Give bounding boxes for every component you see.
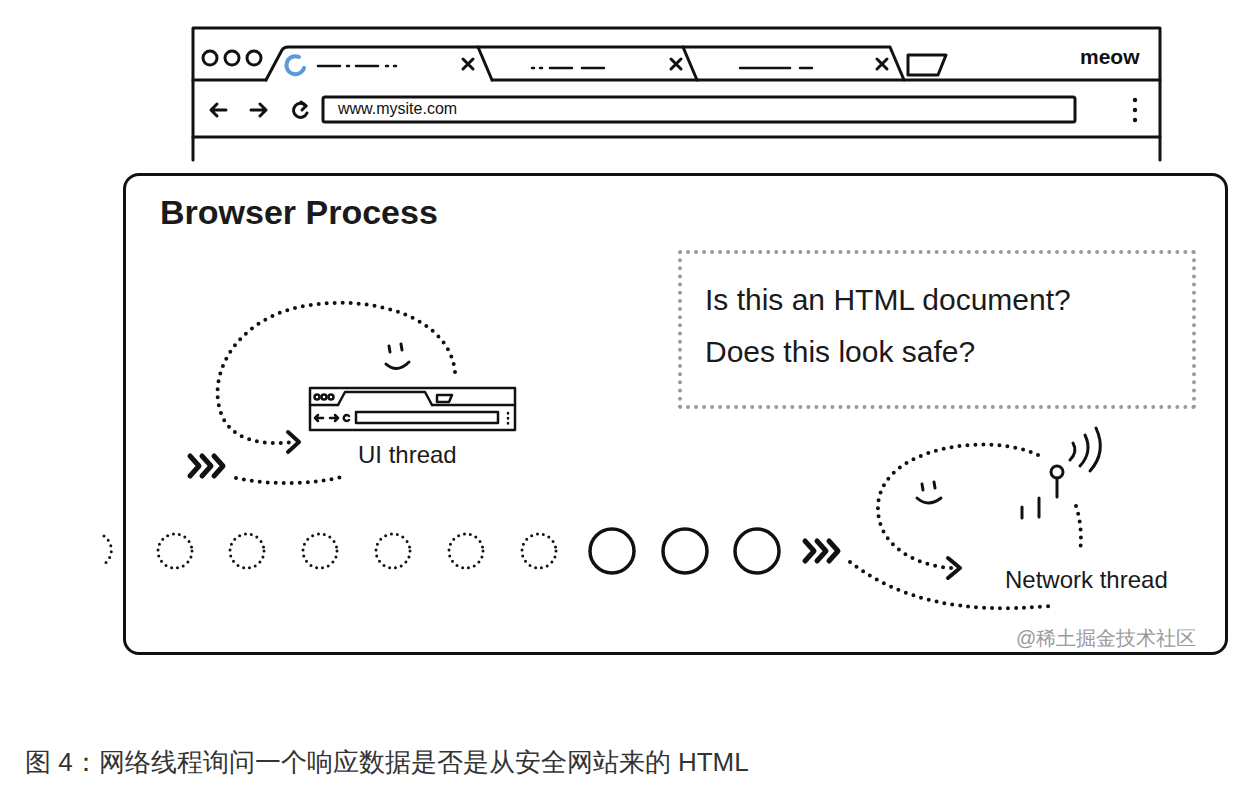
antenna-icon [1056,478,1059,497]
tab-title-squiggle [740,67,812,70]
loop-arrowhead [948,558,960,578]
tab-title-squiggle [318,66,812,68]
message-dot-faded [376,534,410,568]
loading-spinner [286,56,304,74]
tab-close-icon [463,59,473,69]
antenna-icon [1051,466,1063,478]
message-dot-faded [522,534,556,568]
menu-dots [1133,98,1137,102]
thread-label: Network thread [1005,566,1168,594]
message-dot-faded [104,534,556,568]
tab-title-squiggle [318,65,396,68]
tab-close-icon [671,59,681,69]
message-dot [590,529,634,573]
message-dot [735,529,779,573]
ui-thread-icon [507,413,510,424]
browser-window-sketch [247,51,261,65]
ui-thread-icon [329,395,334,400]
ui-thread-icon [310,404,515,407]
browser-window-sketch [478,47,697,80]
antenna-icon [1080,435,1088,466]
message-dot [590,529,779,573]
menu-dots [1133,98,1137,122]
nav-icons [301,102,306,110]
smiley-face [922,482,935,490]
address-bar [323,97,1075,122]
browser-window-sketch [908,55,946,75]
loading-spinner [286,56,304,74]
ui-thread-icon [310,388,515,430]
antenna-icon [1070,443,1075,460]
ui-thread-icon [315,415,323,421]
ui-thread-icon [437,395,452,402]
antenna-icon [1022,498,1039,518]
menu-dots [1133,108,1137,112]
dotted-loop [236,476,346,483]
question-text: Is this an HTML document? Does this look… [705,274,1135,378]
chevron-mark [190,456,223,476]
chevron-mark [805,541,838,561]
dotted-loop [218,303,455,443]
nav-icons [251,104,266,116]
url-text: www.mysite.com [338,99,457,119]
ui-thread-icon [310,388,515,430]
smiley-face [386,362,409,369]
figure-caption: 图 4：网络线程询问一个响应数据是否是从安全网站来的 HTML [25,746,749,778]
tab-close-icon [877,59,887,69]
message-dot-faded [449,534,483,568]
ui-thread-icon [315,395,320,400]
process-title: Browser Process [160,192,1225,232]
smiley-face [389,344,402,352]
dotted-loop [1076,506,1081,552]
thread-label-box: UI thread [354,437,461,473]
browser-window-sketch [193,28,1160,160]
nav-icons [211,104,226,116]
tab-close-icon [463,59,887,69]
thread-label: UI thread [358,441,457,469]
dotted-loop [878,445,1038,568]
thread-label-box: Network thread [1001,562,1172,598]
browser-window-sketch [266,47,492,80]
window-title: meow [1080,45,1140,69]
menu-dots [1133,118,1137,122]
chevron-mark [190,456,838,561]
loop-arrowhead [288,432,299,452]
message-dot-faded [230,534,264,568]
tab-title-squiggle [532,67,604,70]
nav-icons [211,102,307,117]
message-dot [663,529,707,573]
browser-window-sketch [193,79,1160,82]
ui-thread-icon [344,415,349,421]
browser-window-sketch [225,51,239,65]
ui-thread-icon [322,395,327,400]
message-dot-faded [158,534,192,568]
loop-arrowhead [288,432,960,578]
browser-window-sketch [683,47,904,80]
process-box: Is this an HTML document? Does this look… [123,173,1228,655]
antenna-icon [1090,428,1100,471]
question-box: Is this an HTML document? Does this look… [678,250,1196,409]
browser-window-sketch [193,28,1160,160]
message-dot-faded [104,536,111,564]
message-dot-faded [303,534,337,568]
ui-thread-icon [338,392,432,405]
smiley-face [917,498,941,503]
watermark: @稀土掘金技术社区 [1016,626,1196,650]
address-bar [323,97,1075,122]
browser-window-sketch [203,51,217,65]
browser-window-sketch [193,136,1160,139]
antenna-icon [1022,428,1100,518]
ui-thread-icon [330,415,338,421]
ui-thread-icon [356,412,498,423]
